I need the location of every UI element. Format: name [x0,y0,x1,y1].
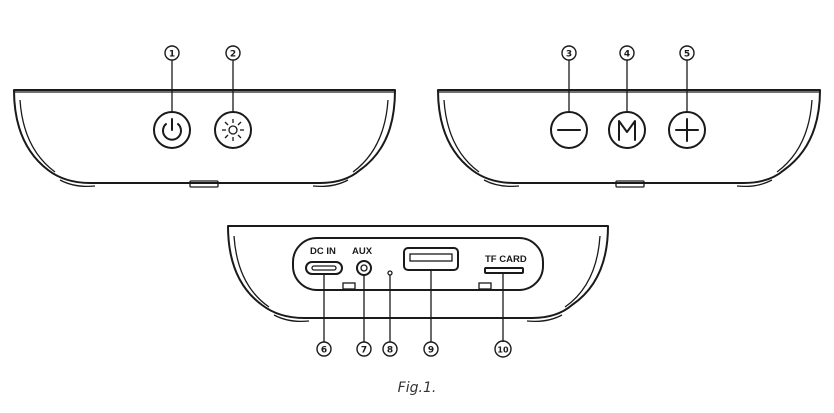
dc-in-port[interactable] [305,261,343,275]
light-button[interactable] [214,111,252,149]
tf-card-slot[interactable] [484,267,524,274]
light-icon [222,119,244,141]
callout-1: 1 [169,50,175,60]
usb-a-port-icon [403,247,459,271]
speaker-top-view-left [13,89,396,188]
indicator-led-icon [387,270,393,276]
port-panel [292,237,544,291]
usb-a-port[interactable] [403,247,459,271]
power-icon [162,118,182,141]
callout-4: 4 [624,50,630,60]
callout-3: 3 [566,50,572,60]
mode-button[interactable] [608,111,646,149]
aux-jack-icon [356,260,372,276]
callout-8: 8 [387,346,393,356]
aux-label: AUX [352,246,373,257]
callout-7: 7 [361,346,367,356]
callout-9: 9 [428,346,434,356]
aux-port[interactable] [356,260,372,276]
tf-card-slot-icon [484,267,524,274]
callout-2: 2 [230,50,236,60]
speaker-rear-view [227,225,609,323]
speaker-top-view-right [437,89,821,188]
power-button[interactable] [153,111,191,149]
volume-minus-button[interactable] [550,111,588,149]
callout-10: 10 [497,346,509,355]
dc-in-label: DC IN [310,246,336,257]
volume-plus-button[interactable] [668,111,706,149]
figure-caption: Fig.1. [398,380,437,396]
tf-card-label: TF CARD [485,254,527,265]
plus-icon [675,118,699,142]
mode-m-icon [618,120,636,141]
callout-6: 6 [321,346,327,356]
callout-5: 5 [684,50,690,60]
